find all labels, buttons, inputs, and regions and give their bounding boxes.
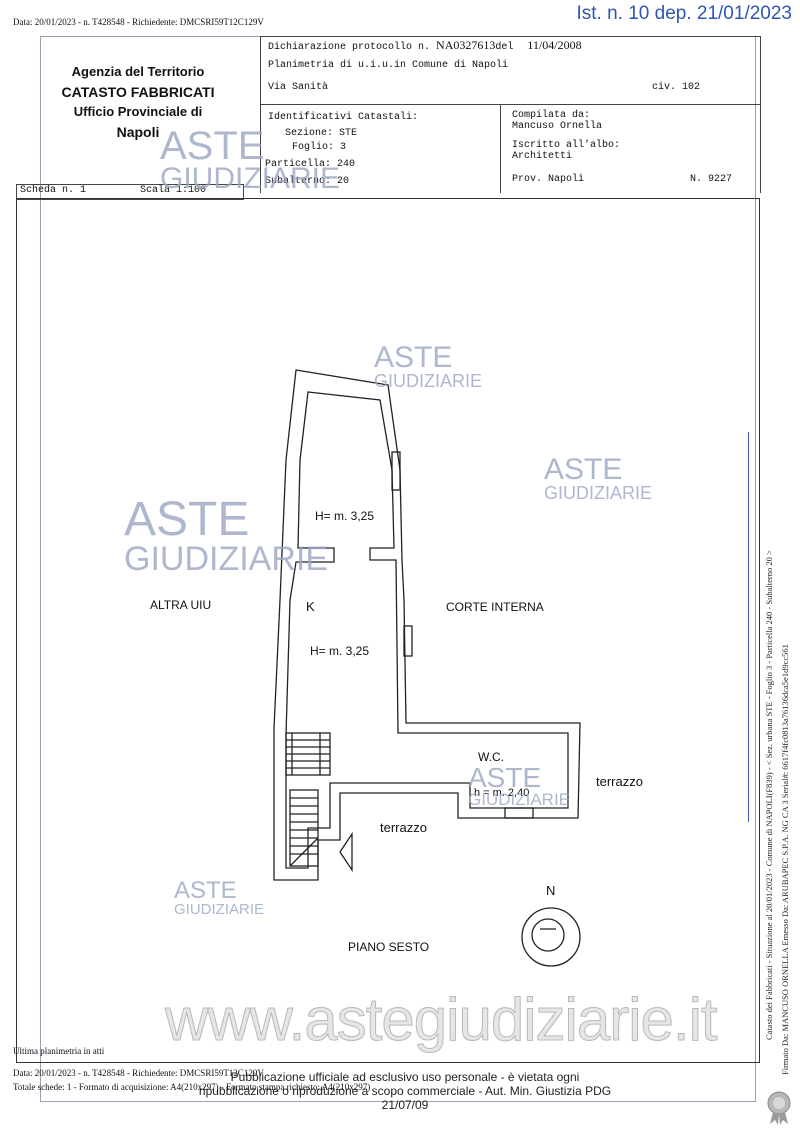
n-text: N. 9227 [690, 174, 733, 185]
kitchen-label: K [306, 599, 315, 614]
north-label: N [546, 883, 556, 898]
planimetria-text: Planimetria di u.i.u.in Comune di Napoli [268, 60, 509, 71]
prov-text: Prov. Napoli [512, 174, 585, 185]
signature-side-text: Firmato Da: MANCUSO ORNELLA Emesso Da: A… [780, 644, 790, 1075]
civ-text: civ. 102 [652, 82, 701, 93]
bottom-request-info: Data: 20/01/2023 - n. T428548 - Richiede… [13, 1068, 264, 1078]
del-label: del [495, 42, 514, 53]
subalterno-text: Subalterno: 20 [265, 176, 350, 187]
scheda-box [16, 184, 244, 200]
identificativi-title: Identificativi Catastali: [268, 112, 419, 123]
wc-label: W.C. [478, 750, 504, 764]
terrazzo-bottom-label: terrazzo [380, 820, 427, 835]
agency-block: Agenzia del Territorio CATASTO FABBRICAT… [48, 62, 228, 142]
header-box-top [260, 36, 760, 37]
ist-stamp: Ist. n. 10 dep. 21/01/2023 [576, 3, 792, 24]
terrazzo-right-label: terrazzo [596, 774, 643, 789]
side-marker-line [748, 432, 749, 822]
totale-schede: Totale schede: 1 - Formato di acquisizio… [13, 1082, 371, 1092]
protocollo-number: NA0327613 [436, 38, 496, 52]
dichiarazione-label: Dichiarazione protocollo n. [268, 42, 431, 53]
url-watermark: www.astegiudiziarie.it [165, 986, 719, 1054]
corte-interna-label: CORTE INTERNA [446, 600, 544, 614]
agency-name: Agenzia del Territorio [71, 64, 205, 79]
drawing-area [16, 198, 760, 1063]
compilata-title: Compilata da: [512, 110, 591, 121]
scala-label: Scala 1:100 [140, 185, 207, 196]
ultima-planimetria: Ultima planimetria in atti [13, 1046, 105, 1056]
particella-text: Particella: 240 [265, 159, 356, 170]
protocollo-date: 11/04/2008 [527, 38, 582, 52]
header-box-divider [260, 104, 760, 105]
cadastre-side-text: Catasto dei Fabbricati - Situazione al 2… [764, 550, 774, 1040]
height-label-mid: H= m. 3,25 [310, 644, 370, 658]
foglio-text: Foglio: 3 [292, 142, 347, 153]
dichiarazione-row: Dichiarazione protocollo n. NA0327613del… [268, 38, 582, 53]
publication-line-1: Pubblicazione ufficiale ad esclusivo uso… [230, 1070, 580, 1084]
header-box-right [760, 36, 761, 193]
wc-height-label: h = m. 2,40 [474, 787, 530, 799]
header-box-middle [500, 104, 501, 193]
request-info: Data: 20/01/2023 - n. T428548 - Richiede… [13, 17, 264, 27]
height-label-top: H= m. 3,25 [315, 509, 375, 523]
publication-line-2: ripubblicazione o riproduzione a scopo c… [198, 1084, 612, 1112]
ufficio-label: Ufficio Provinciale di [73, 104, 203, 119]
scheda-label: Scheda n. 1 [20, 185, 87, 196]
compilata-name: Mancuso Ornella [512, 121, 603, 132]
catasto-title: CATASTO FABBRICATI [61, 84, 215, 100]
header-box-left [260, 36, 261, 193]
albo-value: Architetti [512, 151, 573, 162]
iscritto-label: Iscritto all'albo: [512, 140, 621, 151]
plan-walls [273, 369, 581, 967]
sezione-text: Sezione: STE [285, 128, 358, 139]
floor-level-label: PIANO SESTO [348, 940, 430, 954]
seal-icon [767, 1091, 791, 1125]
altra-uiu-label: ALTRA UIU [150, 598, 212, 612]
city-label: Napoli [116, 124, 160, 140]
publication-notice: Pubblicazione ufficiale ad esclusivo uso… [175, 1070, 635, 1112]
via-text: Via Sanità [268, 82, 329, 93]
